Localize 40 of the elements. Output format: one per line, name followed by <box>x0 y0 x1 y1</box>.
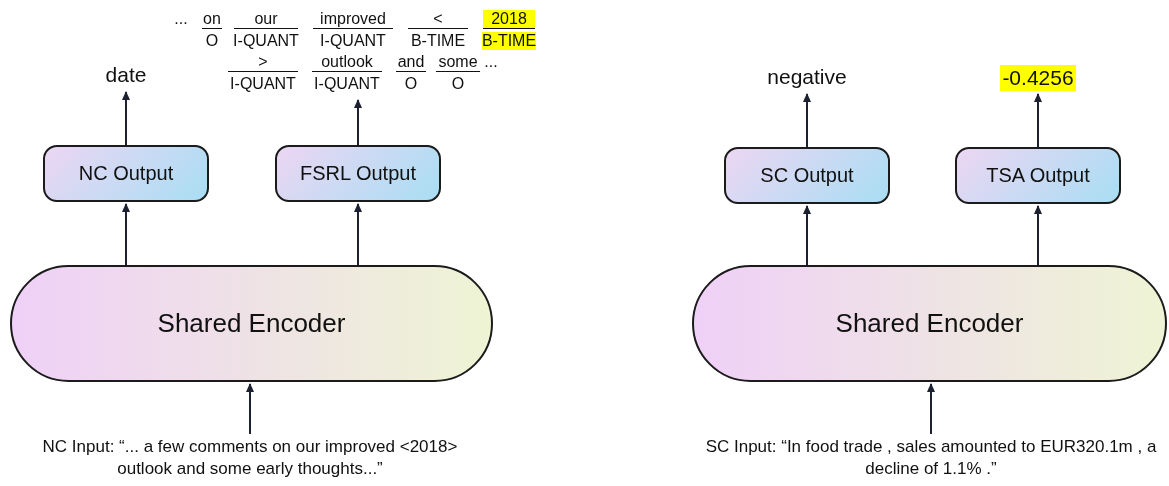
token-word: outlook <box>312 53 382 72</box>
output-box: NC Output <box>43 145 209 202</box>
tag-label: O <box>205 32 219 50</box>
token-word: and <box>396 53 426 72</box>
token-word: improved <box>313 10 393 29</box>
tag-label: I-QUANT <box>320 32 386 50</box>
tag-label: I-QUANT <box>230 75 296 93</box>
token-word: on <box>202 10 222 29</box>
encoder-pill: Shared Encoder <box>10 265 493 382</box>
tag-label: I-QUANT <box>314 75 380 93</box>
arrow <box>354 99 362 146</box>
arrow <box>803 205 811 266</box>
output-box: SC Output <box>724 147 890 204</box>
output-box: FSRL Output <box>275 145 441 202</box>
token-word: 2018 <box>483 10 535 29</box>
token-word: ... <box>484 53 498 71</box>
output-label: negative <box>752 62 862 92</box>
token-word: some <box>436 53 480 72</box>
encoder-pill: Shared Encoder <box>692 265 1167 382</box>
token-word: ... <box>174 10 188 28</box>
token-word: > <box>228 53 298 72</box>
output-box: TSA Output <box>955 147 1121 204</box>
arrow <box>803 93 811 148</box>
tag-label: I-QUANT <box>233 32 299 50</box>
input-text: SC Input: “In food trade , sales amounted to EUR320.1m , a decline of 1.1% .” <box>700 434 1162 482</box>
tag-label: O <box>404 75 418 93</box>
input-text: NC Input: “... a few comments on our improved <2018> outlook and some early thoughts...” <box>20 434 480 482</box>
output-label: date <box>86 60 166 90</box>
arrow <box>927 383 935 435</box>
tag-label: B-TIME <box>410 32 466 50</box>
arrow <box>1034 93 1042 148</box>
token-word: < <box>408 10 468 29</box>
arrow <box>1034 205 1042 266</box>
arrow <box>122 203 130 266</box>
arrow <box>122 91 130 146</box>
arrow <box>354 203 362 266</box>
arrow <box>246 383 254 435</box>
tag-label: O <box>451 75 465 93</box>
tag-label: B-TIME <box>481 32 537 50</box>
token-word: our <box>234 10 298 29</box>
